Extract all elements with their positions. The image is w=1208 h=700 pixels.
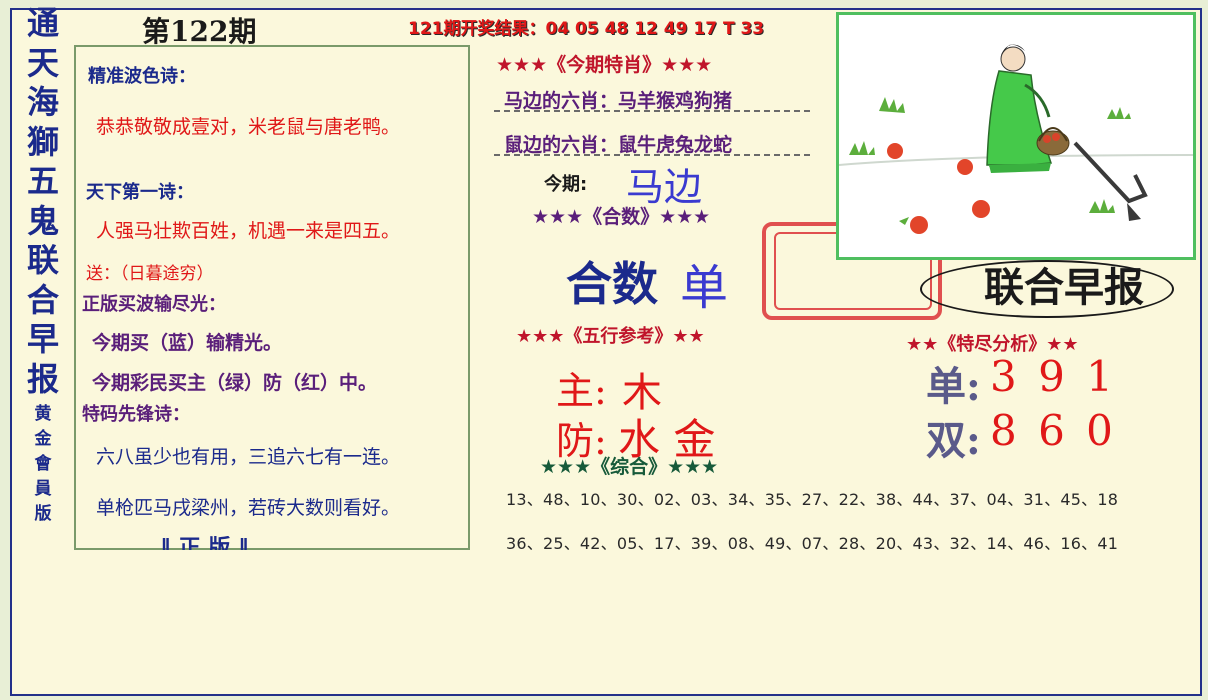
robe-hem xyxy=(989,163,1051,173)
title-char: 海 xyxy=(26,83,59,121)
head-shape xyxy=(1000,46,1026,72)
first-poem-text: 人强马壮欺百姓，机遇一来是四五。 xyxy=(96,220,401,242)
draw-result: 121期开奖结果：04 05 48 12 49 17 T 33 xyxy=(408,19,765,39)
divider xyxy=(494,110,810,112)
heshu-value: 单 xyxy=(680,260,729,316)
jinqi-label: 今期: xyxy=(544,174,588,195)
branch-shape xyxy=(1073,141,1148,204)
jinqi-line-2: 今期彩民买主（绿）防（红）中。 xyxy=(92,372,378,394)
fruit-icon xyxy=(1043,135,1051,143)
fruit-icon xyxy=(957,159,973,175)
horse-side-zodiac: 马边的六肖：马羊猴鸡狗猪 xyxy=(504,90,733,112)
numbers-row-2: 36、25、42、05、17、39、08、49、07、28、20、43、32、1… xyxy=(506,534,1119,553)
dan-label: 单: xyxy=(926,363,981,410)
edition-char: 金 xyxy=(34,429,52,449)
jinqi-line-1: 今期买（蓝）输精光。 xyxy=(92,332,283,354)
stump-shape xyxy=(1127,203,1141,221)
edition-char: 員 xyxy=(34,479,52,499)
zhengban-stamp-partial: ‖ 正 版 ‖ xyxy=(160,536,249,550)
paper-title: 联合早报 xyxy=(914,262,1144,314)
vertical-title: 通 天 海 獅 五 鬼 联 合 早 报 黄 金 會 員 版 xyxy=(18,4,68,524)
tema-poem-line-1: 六八虽少也有用，三追六七有一连。 xyxy=(96,446,401,468)
title-char: 鬼 xyxy=(26,201,59,240)
edition-char: 黄 xyxy=(34,404,52,424)
title-char: 天 xyxy=(26,43,59,82)
fruit-icon xyxy=(972,200,990,218)
title-char: 獅 xyxy=(26,122,59,161)
leaf-icon xyxy=(899,217,909,225)
grass-icon xyxy=(1107,107,1131,119)
zonghe-heading: ★★★《综合》★★★ xyxy=(540,456,719,478)
rat-side-zodiac: 鼠边的六肖：鼠牛虎兔龙蛇 xyxy=(504,134,733,156)
basket-handle xyxy=(1038,127,1068,142)
grass-icon xyxy=(849,141,875,155)
edition-char: 會 xyxy=(34,454,52,474)
wave-poem-text: 恭恭敬敬成壹对，米老鼠与唐老鸭。 xyxy=(96,116,401,138)
grass-icon xyxy=(879,97,905,113)
fang-value: 水 金 xyxy=(618,415,716,464)
title-char: 早 xyxy=(26,320,59,358)
fang-label: 防: xyxy=(556,419,607,463)
texiao-heading: ★★★《今期特肖》★★★ xyxy=(496,54,713,76)
issue-number: 第122期 xyxy=(142,15,257,48)
title-char: 报 xyxy=(26,359,59,398)
zhu-label: 主: xyxy=(556,369,607,413)
arm-shape xyxy=(1024,83,1051,118)
fruit-icon xyxy=(1052,133,1060,141)
tema-poem-line-2: 单枪匹马戌梁州，若砖大数则看好。 xyxy=(96,497,401,519)
fruit-icon xyxy=(887,143,903,159)
zhu-value: 木 xyxy=(622,370,662,416)
zhengban-line: 正版买波输尽光： xyxy=(82,294,226,315)
tema-poem-title: 特码先锋诗： xyxy=(82,404,190,425)
title-char: 五 xyxy=(26,162,59,200)
illustration-frame xyxy=(836,12,1196,260)
edition-char: 版 xyxy=(34,504,52,524)
analysis-heading: ★★《特尽分析》★★ xyxy=(906,334,1079,355)
heshu-heading: ★★★《合数》★★★ xyxy=(532,206,711,228)
grass-icon xyxy=(1089,199,1115,213)
first-poem-title: 天下第一诗： xyxy=(86,182,194,203)
title-char: 通 xyxy=(26,4,59,42)
shuang-value: 8 6 0 xyxy=(990,406,1117,455)
wave-poem-title: 精准波色诗： xyxy=(88,66,196,87)
title-char: 联 xyxy=(26,241,59,279)
hair-shape xyxy=(1001,44,1025,55)
numbers-row-1: 13、48、10、30、02、03、34、35、27、22、38、44、37、0… xyxy=(506,490,1119,509)
title-ellipse xyxy=(920,260,1174,318)
shuang-label: 双: xyxy=(926,417,981,464)
gift-line: 送：（日暮途穷） xyxy=(86,264,214,284)
dan-value: 3 9 1 xyxy=(990,352,1117,401)
jinqi-value: 马边 xyxy=(626,165,703,209)
paper-title-text: 联合早报 xyxy=(984,265,1144,311)
title-char: 合 xyxy=(26,280,59,319)
poem-box xyxy=(74,45,470,550)
heshu-label: 合数 xyxy=(566,257,658,311)
woman-picking-fruit-illustration xyxy=(838,44,1194,234)
fruit-icon xyxy=(910,216,928,234)
divider xyxy=(494,154,810,156)
wuxing-heading: ★★★《五行参考》★★ xyxy=(516,326,705,347)
